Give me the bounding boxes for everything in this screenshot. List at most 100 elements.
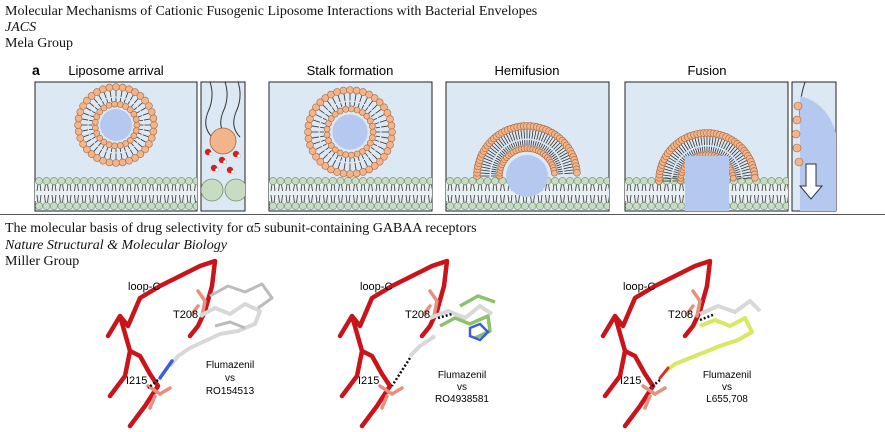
lipid-tail: [139, 128, 144, 131]
lipid-tail: [331, 152, 336, 157]
lipid-tail: [485, 183, 487, 192]
stage-label-fusion: Fusion: [687, 63, 726, 78]
membrane-head: [147, 177, 156, 185]
binding-panel-ro4938581: loop-C T208 I215 Flumazenil vs RO4938581: [337, 258, 496, 429]
membrane-head: [140, 202, 148, 210]
lipid-tail: [326, 183, 328, 192]
lipid-tail: [674, 183, 677, 192]
membrane-head: [551, 177, 559, 185]
lipid-head: [327, 165, 335, 174]
lipid-head: [353, 150, 361, 158]
lipid-head: [91, 118, 99, 126]
lipid-tail: [156, 194, 159, 204]
lipid-tail: [156, 183, 159, 192]
lipid-head: [328, 115, 335, 122]
lipid-tail: [119, 183, 121, 192]
lipid-tail: [485, 194, 487, 204]
lipid-tail: [431, 195, 432, 204]
lipid-tail: [322, 143, 327, 147]
lipid-tail: [167, 194, 169, 204]
membrane-head: [662, 202, 671, 210]
lipid-tail: [408, 183, 411, 192]
lipid-tail: [499, 151, 504, 156]
lipid-tail: [784, 194, 786, 204]
membrane-head: [396, 177, 405, 185]
lipid-tail: [360, 194, 363, 204]
lipid-head: [149, 114, 158, 123]
lipid-head: [339, 169, 348, 178]
lipid-head: [83, 96, 91, 105]
lipid-tail: [315, 194, 318, 204]
lipid-tail: [597, 183, 600, 192]
compare-label: RO4938581: [435, 394, 489, 405]
lipid-head: [352, 86, 361, 95]
lipid-head: [141, 96, 149, 105]
membrane-head: [581, 177, 589, 185]
lipid-tail: [746, 183, 749, 192]
membrane-head: [461, 177, 469, 185]
lipid-tail: [62, 194, 64, 204]
membrane-head: [35, 202, 43, 210]
membrane-head: [760, 202, 768, 210]
lipid-tail: [498, 153, 503, 158]
lipid-tail: [164, 183, 166, 192]
lipid-head: [87, 92, 96, 100]
lipid-tail: [363, 194, 366, 204]
loop-c-backbone: [600, 258, 713, 429]
lipid-tail: [692, 149, 696, 154]
lipid-head: [93, 130, 101, 137]
lipid-head: [93, 113, 101, 120]
lipid-tail: [697, 147, 700, 153]
membrane-head: [87, 202, 96, 210]
lipid-tail: [488, 194, 490, 204]
lipid-tail: [300, 194, 303, 204]
ligand-flumazenil: [408, 304, 494, 358]
membrane-head: [670, 202, 678, 210]
lipid-tail: [649, 194, 651, 204]
water-hydrogen: [214, 167, 219, 172]
lipid-tail: [470, 183, 472, 192]
membrane-head: [299, 202, 307, 210]
lipid-head: [380, 103, 388, 112]
lipid-tail: [688, 151, 692, 156]
lipid-tail: [322, 117, 327, 121]
lipid-tail: [54, 183, 57, 192]
lipid-tail: [198, 195, 199, 203]
lipid-tail: [701, 146, 704, 152]
membrane-head: [284, 177, 292, 185]
article1-title: Molecular Mechanisms of Cationic Fusogen…: [5, 4, 538, 19]
lipid-tail: [137, 194, 139, 204]
lipid-tail: [600, 194, 603, 204]
lipid-tail: [720, 150, 724, 155]
lipid-tail: [44, 183, 46, 192]
lipid-head: [136, 150, 145, 158]
lipid-tail: [567, 183, 570, 192]
lipid-tail: [787, 195, 788, 204]
membrane-head: [381, 177, 390, 185]
lipid-tail: [66, 194, 69, 204]
lipid-tail: [126, 183, 129, 192]
membrane-head: [446, 177, 454, 185]
lipid-tail: [739, 183, 741, 192]
lipid-head: [793, 101, 803, 111]
t208-label: T208: [173, 309, 198, 321]
membrane-head: [162, 202, 171, 210]
lipid-tail: [608, 195, 609, 204]
lipid-tail: [699, 147, 702, 152]
lipid-tail: [101, 101, 105, 105]
lipid-tail: [164, 194, 166, 204]
lipid-head: [105, 158, 114, 167]
membrane-head: [446, 202, 454, 210]
lipid-tail: [634, 194, 636, 204]
ligand-compare: [209, 282, 274, 330]
lipid-tail: [368, 194, 370, 204]
membrane-head: [314, 177, 322, 185]
lipid-tail: [664, 183, 666, 192]
lipid-tail: [368, 183, 370, 192]
lipid-head: [126, 136, 134, 144]
lipid-tail: [296, 183, 298, 192]
lipid-tail: [597, 194, 600, 204]
membrane-head: [336, 177, 345, 185]
lipid-tail: [690, 150, 694, 155]
lipid-tail: [676, 164, 681, 168]
